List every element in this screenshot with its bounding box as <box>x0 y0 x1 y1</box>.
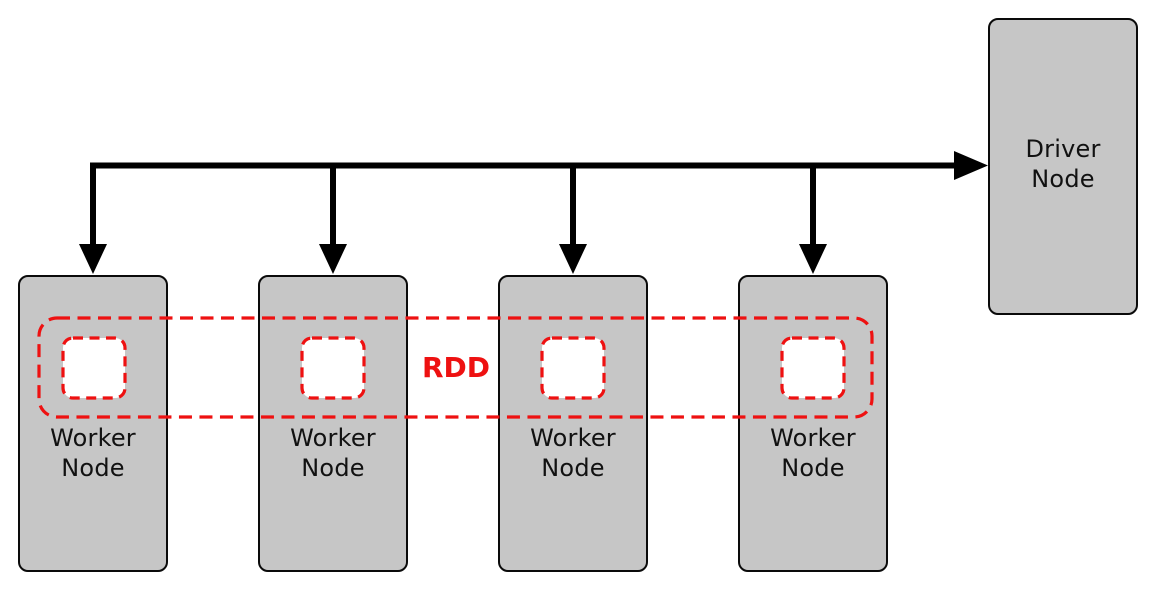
rdd-label: RDD <box>421 351 491 384</box>
worker-label-line1: Worker <box>50 424 136 452</box>
worker-node-4-label: Worker Node <box>740 423 886 483</box>
arrow-vertical-line-4 <box>810 162 816 246</box>
worker-node-1: Worker Node <box>18 275 168 572</box>
arrowhead-down-worker-4-icon <box>799 244 827 274</box>
worker-node-3-label: Worker Node <box>500 423 646 483</box>
arrowhead-down-worker-1-icon <box>79 244 107 274</box>
arrow-vertical-line-3 <box>570 162 576 246</box>
arrow-horizontal-line <box>90 162 956 169</box>
worker-node-2-label: Worker Node <box>260 423 406 483</box>
worker-node-3: Worker Node <box>498 275 648 572</box>
arrow-vertical-line-1 <box>90 162 96 246</box>
arrow-vertical-line-2 <box>330 162 336 246</box>
driver-label-line2: Node <box>1031 165 1095 193</box>
worker-label-line1: Worker <box>290 424 376 452</box>
arrowhead-down-worker-2-icon <box>319 244 347 274</box>
worker-label-line2: Node <box>541 454 605 482</box>
driver-node-label: Driver Node <box>990 134 1136 194</box>
worker-label-line1: Worker <box>770 424 856 452</box>
worker-node-1-label: Worker Node <box>20 423 166 483</box>
driver-label-line1: Driver <box>1025 135 1101 163</box>
worker-node-4: Worker Node <box>738 275 888 572</box>
worker-label-line2: Node <box>301 454 365 482</box>
worker-node-2: Worker Node <box>258 275 408 572</box>
worker-label-line2: Node <box>61 454 125 482</box>
arrowhead-down-worker-3-icon <box>559 244 587 274</box>
driver-node: Driver Node <box>988 18 1138 315</box>
worker-label-line2: Node <box>781 454 845 482</box>
arrowhead-right-to-driver-icon <box>954 151 988 180</box>
worker-label-line1: Worker <box>530 424 616 452</box>
